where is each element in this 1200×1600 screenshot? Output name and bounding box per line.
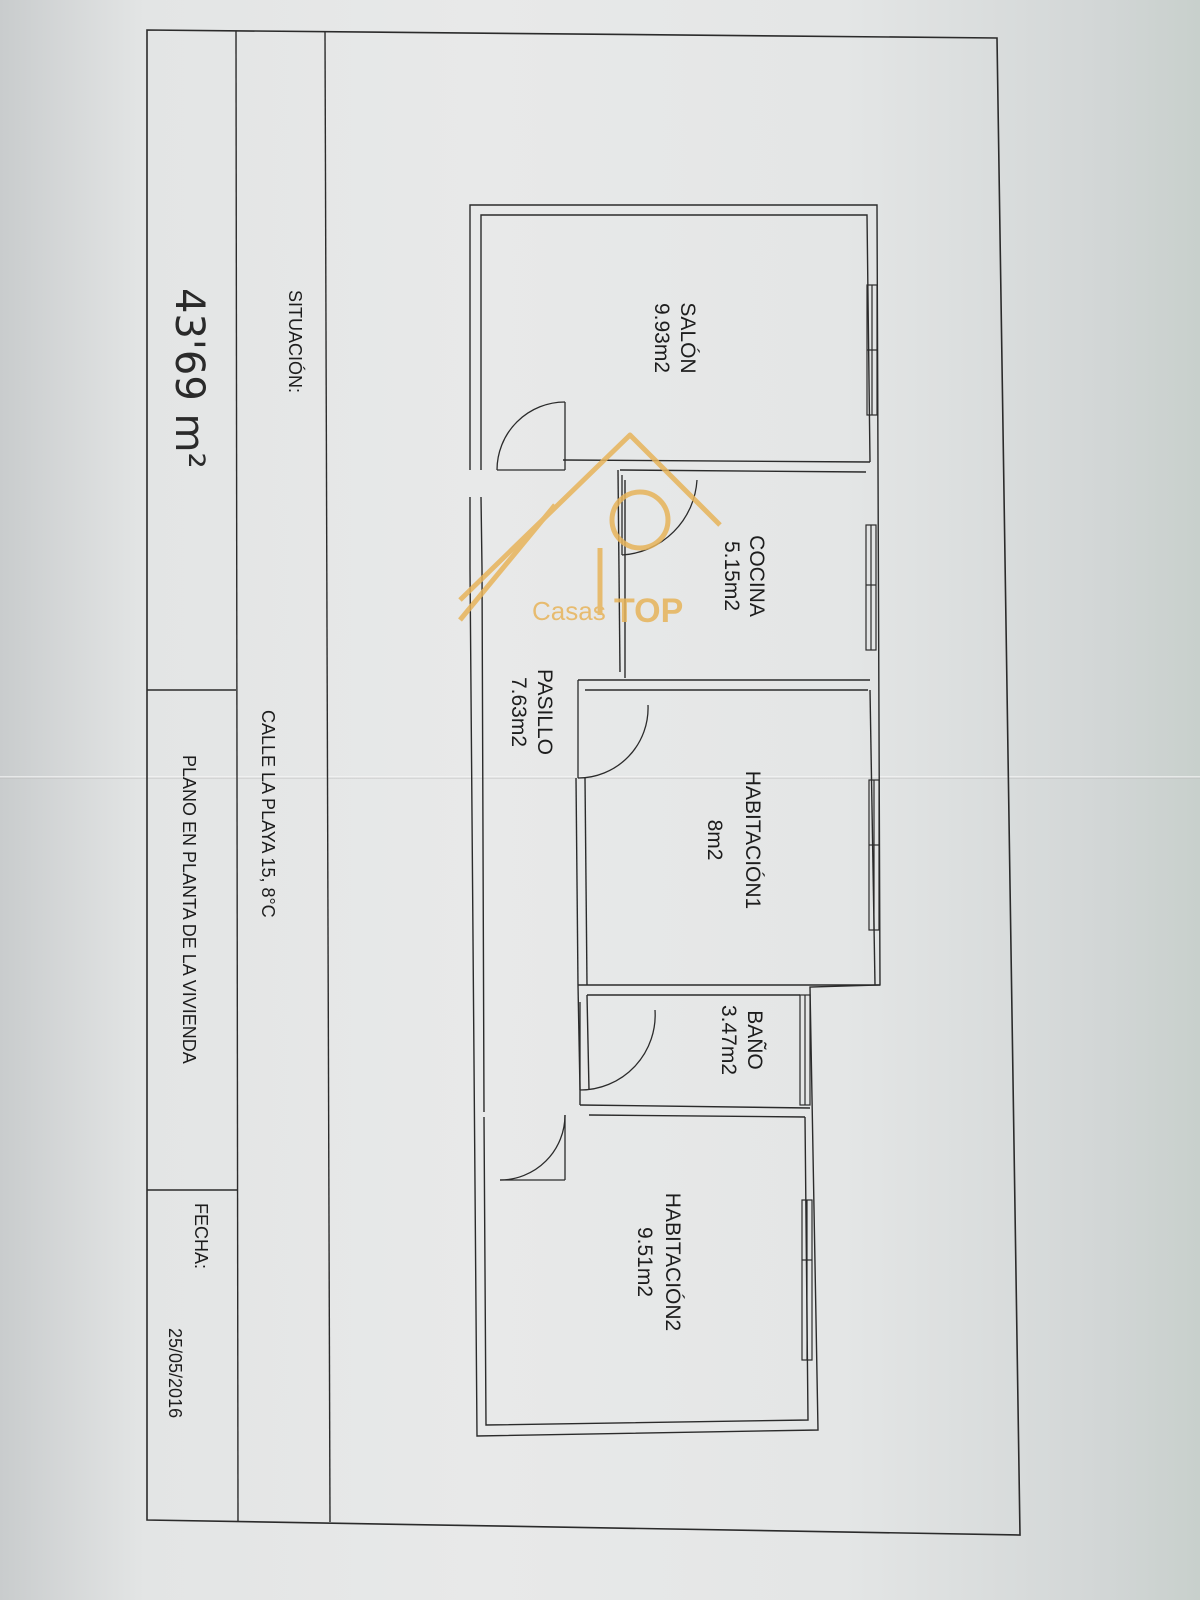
title-block-text: SITUACIÓN: CALLE LA PLAYA 15, 8°C PLANO … xyxy=(165,288,306,1418)
room-name-habitacion2: HABITACIÓN2 xyxy=(661,1193,684,1331)
fecha-label: FECHA: xyxy=(191,1203,211,1269)
paper-fold xyxy=(0,776,1200,779)
watermark-brand: TOP xyxy=(614,592,683,630)
room-area-habitacion2: 9.51m2 xyxy=(633,1227,656,1297)
room-name-cocina: COCINA xyxy=(745,535,768,617)
room-area-bano: 3.47m2 xyxy=(717,1005,740,1075)
watermark-text: Casas xyxy=(532,596,606,626)
situacion-label: SITUACIÓN: xyxy=(285,290,306,393)
address-text: CALLE LA PLAYA 15, 8°C xyxy=(258,710,278,918)
room-labels: SALÓN 9.93m2 COCINA 5.15m2 PASILLO 7.63m… xyxy=(507,302,768,1331)
handwritten-total-area: 43'69 m² xyxy=(166,288,212,469)
room-name-pasillo: PASILLO xyxy=(533,669,556,755)
room-area-salon: 9.93m2 xyxy=(650,303,673,373)
fecha-value: 25/05/2016 xyxy=(165,1328,185,1418)
walls xyxy=(469,204,881,1437)
title-block-divider-2 xyxy=(324,31,331,1523)
room-area-cocina: 5.15m2 xyxy=(720,541,743,611)
doors xyxy=(496,401,698,1181)
plan-title: PLANO EN PLANTA DE LA VIVIENDA xyxy=(179,755,199,1064)
drawing-frame xyxy=(146,29,1021,1536)
title-block-divider-1 xyxy=(235,30,239,1522)
casastop-watermark: Casas TOP xyxy=(458,432,722,630)
room-area-pasillo: 7.63m2 xyxy=(507,677,530,747)
room-name-salon: SALÓN xyxy=(676,302,699,373)
windows xyxy=(799,284,880,1361)
room-name-bano: BAÑO xyxy=(743,1010,767,1070)
watermark-logo-icon xyxy=(458,432,722,622)
room-name-habitacion1: HABITACIÓN1 xyxy=(741,771,764,909)
room-area-habitacion1: 8m2 xyxy=(703,820,726,861)
